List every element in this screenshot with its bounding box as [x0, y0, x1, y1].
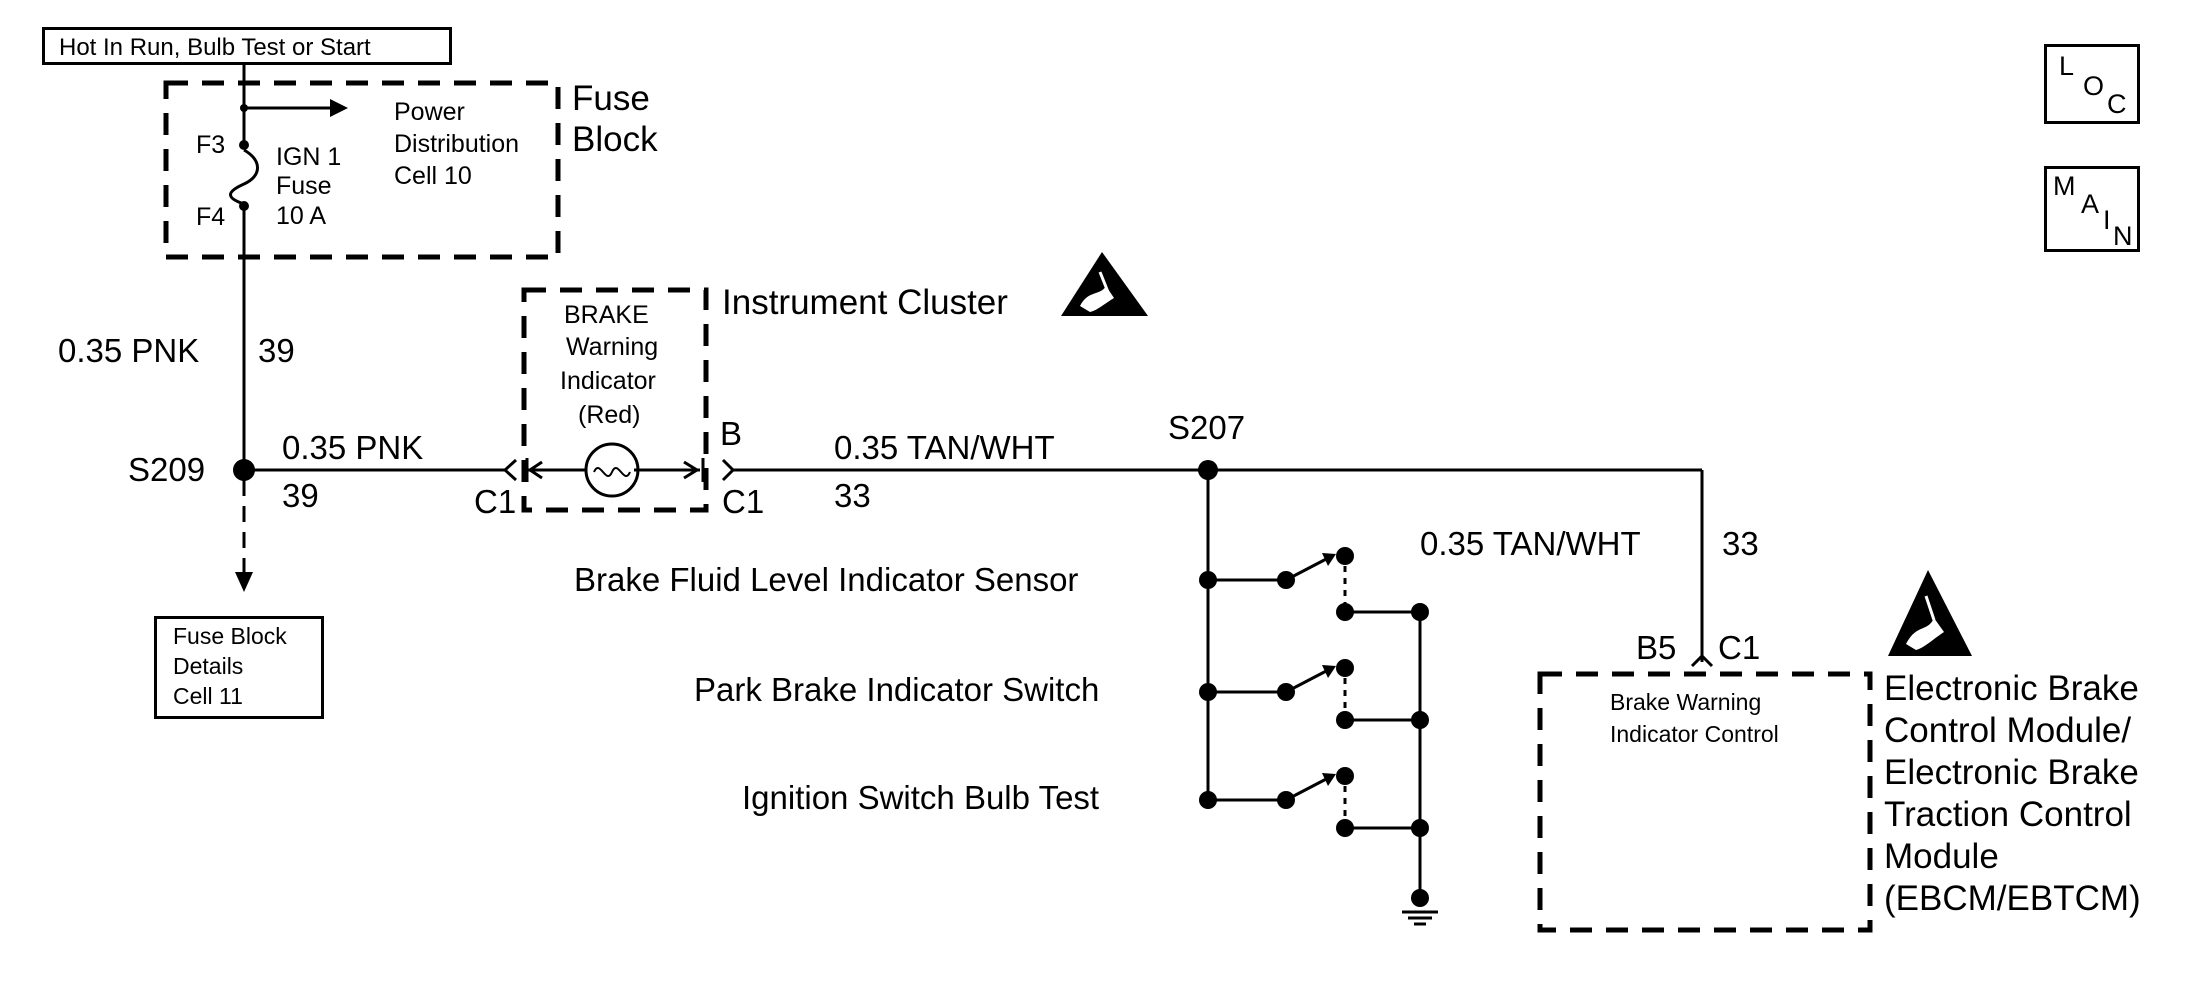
- ground-icon: [1402, 910, 1438, 926]
- esd-warning-icon: [1061, 252, 1148, 316]
- instrument-cluster-outline: [521, 287, 709, 513]
- wire-color-label: 0.35 PNK: [58, 332, 200, 369]
- c1-right-label: C1: [722, 483, 765, 520]
- switch-row-park-brake: [1199, 659, 1429, 729]
- switch-row-brake-fluid: [1199, 547, 1429, 621]
- b5-label: B5: [1636, 629, 1677, 666]
- fuse-block-outline: [163, 80, 561, 260]
- indicator-label-line4: (Red): [578, 401, 641, 429]
- main-letter: N: [2113, 221, 2133, 251]
- f3-terminal-icon: [239, 140, 249, 150]
- fuse-block-title-line2: Block: [572, 120, 658, 159]
- s209-label: S209: [128, 451, 206, 488]
- wire-circuit-label: 39: [282, 477, 319, 514]
- ref-arrow-icon: [235, 572, 253, 592]
- esd-warning-icon-ebcm: [1888, 570, 1972, 656]
- s207-label: S207: [1168, 409, 1246, 446]
- fuse-label-line1: IGN 1: [276, 143, 342, 171]
- arrow-head-icon: [330, 99, 348, 117]
- power-source-header: Hot In Run, Bulb Test or Start: [42, 27, 452, 65]
- wire-circuit-label: 39: [258, 332, 295, 369]
- c1-left-connector-icon: [502, 458, 518, 482]
- wire-color-label: 0.35 PNK: [282, 429, 424, 466]
- wire-circuit-label: 33: [834, 477, 871, 514]
- switch-label-ignition: Ignition Switch Bulb Test: [742, 779, 1100, 816]
- fuse-label-line3: 10 A: [276, 202, 327, 230]
- wire-color-label: 0.35 TAN/WHT: [834, 429, 1055, 466]
- switch-row-ignition: [1199, 767, 1429, 837]
- indicator-label-line1: BRAKE: [564, 301, 649, 329]
- power-dist-ref-line2: Distribution: [394, 130, 520, 158]
- b5-connector-icon: [1690, 653, 1714, 668]
- pin-b-label: B: [720, 415, 743, 452]
- ebcm-outline: [1537, 671, 1873, 933]
- loc-letter: L: [2059, 51, 2075, 81]
- loc-nav-button[interactable]: L O C: [2044, 44, 2140, 124]
- ref-line1: Fuse Block: [173, 623, 287, 649]
- wire-circuit-label: 33: [1722, 525, 1759, 562]
- power-dist-ref-line1: Power: [394, 98, 465, 126]
- main-nav-button[interactable]: M A I N: [2044, 166, 2140, 252]
- power-dist-ref-line3: Cell 10: [394, 162, 472, 190]
- fuse-block-details-ref[interactable]: Fuse Block Details Cell 11: [154, 616, 324, 719]
- c1-right-connector-icon: [721, 458, 736, 482]
- ref-line3: Cell 11: [173, 683, 243, 709]
- ebcm-internal-line1: Brake Warning: [1610, 689, 1762, 715]
- instrument-cluster-title: Instrument Cluster: [722, 283, 1008, 322]
- ebcm-name-line1: Electronic Brake: [1884, 669, 2139, 708]
- power-source-label: Hot In Run, Bulb Test or Start: [59, 34, 371, 61]
- main-letter: A: [2081, 189, 2100, 219]
- indicator-label-line3: Indicator: [560, 367, 656, 395]
- ebcm-name-line5: Module: [1884, 837, 1999, 876]
- fuse-label-line2: Fuse: [276, 172, 332, 200]
- loc-letter: O: [2083, 71, 2105, 101]
- loc-letter: C: [2107, 89, 2127, 119]
- c1-left-label: C1: [474, 483, 517, 520]
- ebcm-name-line4: Traction Control: [1884, 795, 2132, 834]
- ebcm-c1-label: C1: [1718, 629, 1761, 666]
- f4-label: F4: [196, 203, 226, 231]
- main-letter: M: [2053, 171, 2076, 201]
- ebcm-internal-line2: Indicator Control: [1610, 721, 1779, 747]
- wire-color-label: 0.35 TAN/WHT: [1420, 525, 1641, 562]
- fuse-icon: [229, 148, 259, 206]
- f3-label: F3: [196, 131, 226, 159]
- ebcm-name-line3: Electronic Brake: [1884, 753, 2139, 792]
- ebcm-name-line2: Control Module/: [1884, 711, 2132, 750]
- ebcm-name-line6: (EBCM/EBTCM): [1884, 879, 2141, 918]
- switch-label-brake-fluid: Brake Fluid Level Indicator Sensor: [574, 561, 1079, 598]
- switch-label-park-brake: Park Brake Indicator Switch: [694, 671, 1100, 708]
- main-letter: I: [2103, 205, 2111, 235]
- indicator-label-line2: Warning: [566, 333, 659, 361]
- fuse-block-title-line1: Fuse: [572, 79, 650, 118]
- ref-line2: Details: [173, 653, 244, 679]
